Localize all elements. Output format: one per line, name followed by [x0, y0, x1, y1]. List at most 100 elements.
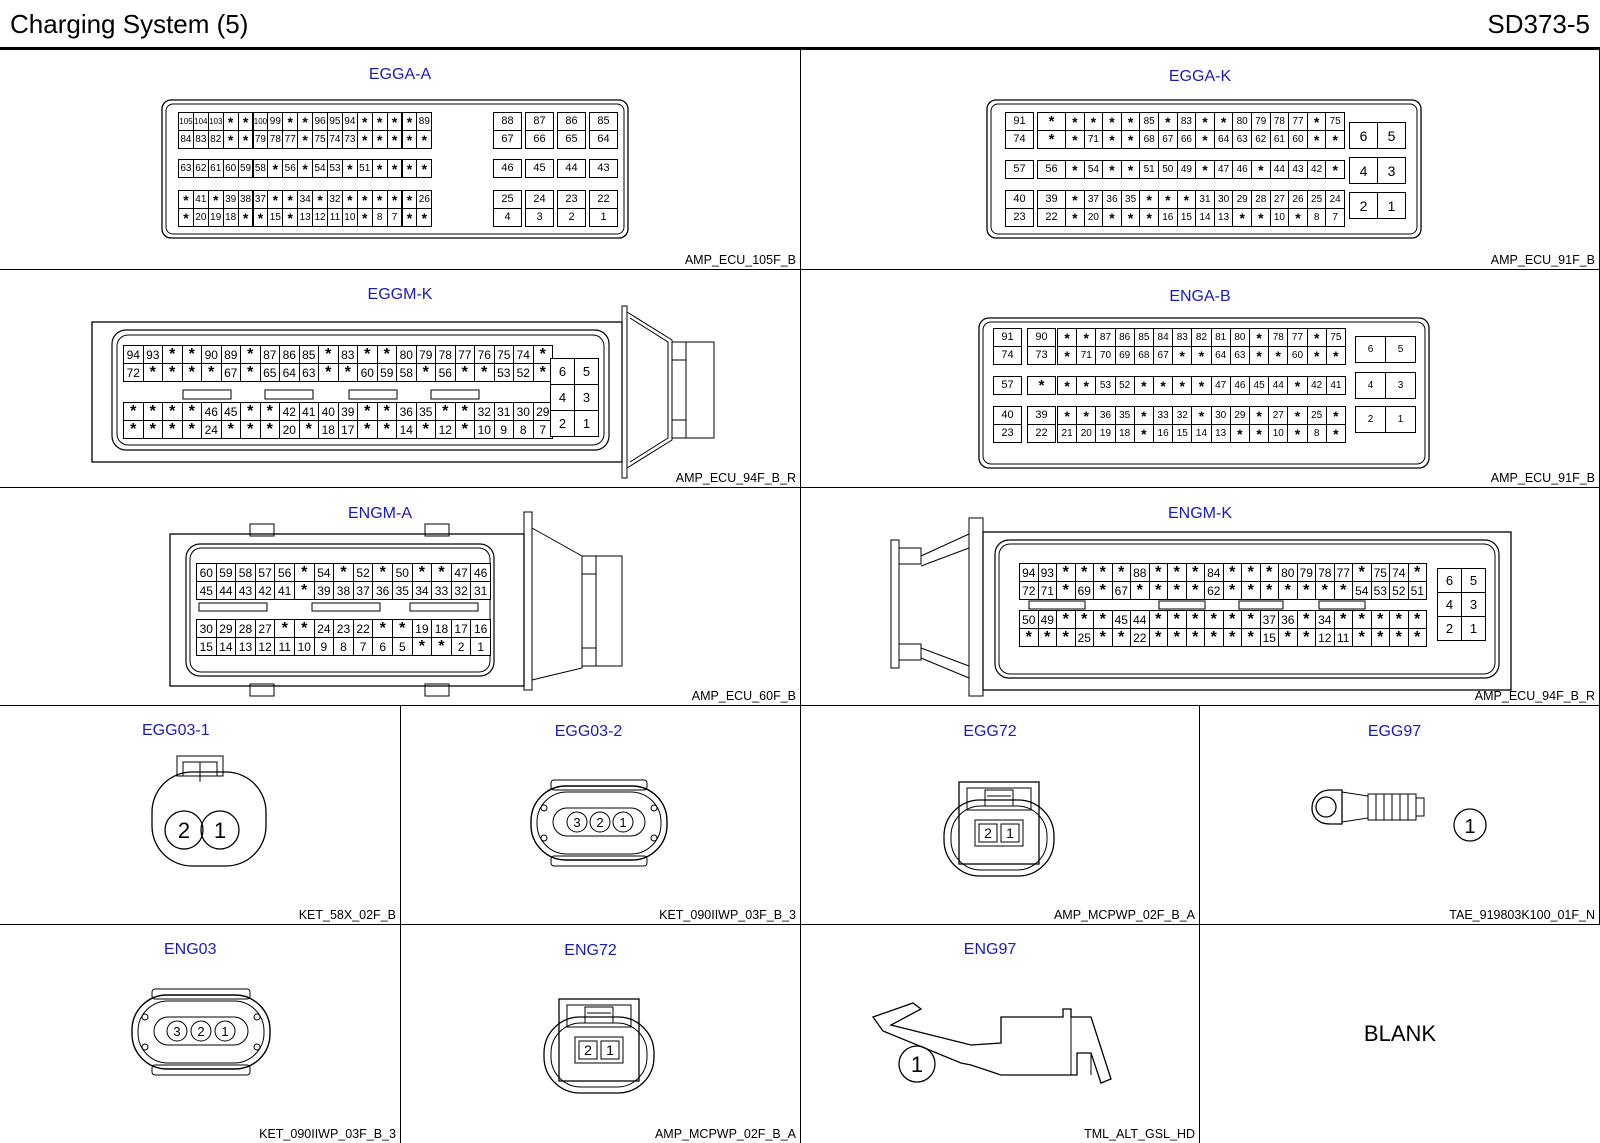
pin: 77: [1333, 563, 1353, 582]
pin: 49: [1176, 160, 1197, 179]
pin: 4: [550, 384, 575, 411]
pin: 53: [1370, 581, 1390, 600]
pin: 41: [1325, 376, 1346, 395]
pin: 22: [352, 619, 374, 638]
pin: 37: [1259, 610, 1279, 629]
pin: 43: [235, 581, 256, 600]
pin: 44: [215, 581, 237, 600]
pin-empty: *: [240, 345, 261, 364]
pin: 80: [1278, 563, 1298, 582]
connector-name: EGG72: [963, 723, 1017, 740]
pin: 8: [333, 637, 354, 656]
pin-empty: *: [371, 112, 388, 131]
pin-empty: *: [1076, 376, 1097, 395]
connector-name: ENGM-K: [1168, 505, 1232, 522]
page-code: SD373-5: [1487, 9, 1590, 39]
page-header: Charging System (5) SD373-5: [0, 0, 1600, 50]
pin-empty: *: [267, 190, 284, 209]
pin-empty: *: [1037, 628, 1057, 647]
pin: 46: [1232, 160, 1252, 179]
pin: 25: [1074, 628, 1094, 647]
pin-empty: *: [1370, 628, 1390, 647]
pin: 18: [1114, 424, 1135, 443]
pin: 38: [237, 190, 254, 209]
pin-label: 1: [214, 818, 226, 843]
pin: 31: [470, 581, 491, 600]
connector-type: AMP_ECU_60F_B: [691, 689, 796, 703]
connector-outline: [169, 511, 623, 697]
pin: 32: [1172, 406, 1193, 425]
pin: 80: [1229, 328, 1250, 347]
pin: 6: [372, 637, 393, 656]
pin-empty: *: [1296, 610, 1316, 629]
pin-empty: *: [1158, 112, 1178, 131]
pin: 14: [396, 420, 417, 439]
pin: 54: [312, 159, 328, 178]
pin-empty: *: [1111, 628, 1131, 647]
pin: 74: [993, 346, 1022, 365]
connector-outline: [91, 305, 715, 479]
pin-empty: *: [356, 208, 373, 227]
pin-empty: *: [372, 563, 393, 582]
pin-empty: *: [1185, 628, 1205, 647]
connector-outline: [161, 99, 629, 239]
pin: 103: [207, 112, 224, 131]
pin: 52: [352, 563, 374, 582]
pin-empty: *: [1076, 328, 1097, 347]
pin: 69: [1114, 346, 1135, 365]
pin: 77: [454, 345, 475, 364]
pin-empty: *: [1093, 563, 1113, 582]
pin-empty: *: [1296, 628, 1316, 647]
pin-empty: *: [282, 112, 299, 131]
pin: 2: [1355, 406, 1386, 433]
connector-type: KET_090IIWP_03F_B_3: [259, 1127, 396, 1141]
pin-empty: *: [1057, 406, 1078, 425]
pin: 51: [1139, 160, 1159, 179]
pin: 13: [1210, 424, 1231, 443]
pin: 41: [298, 402, 319, 421]
pin-empty: *: [1153, 376, 1174, 395]
pin: 6: [1349, 122, 1378, 149]
pin: 30: [513, 402, 534, 421]
pin: 72: [123, 363, 144, 382]
pin: 10: [1268, 424, 1289, 443]
pin: 93: [1037, 563, 1057, 582]
pin: 51: [356, 159, 373, 178]
pin-empty: *: [237, 130, 254, 149]
pin-empty: *: [294, 581, 315, 600]
pin: 73: [341, 130, 358, 149]
pin: 13: [235, 637, 256, 656]
pin: 78: [1268, 328, 1289, 347]
pin: 31: [493, 402, 514, 421]
pin: 15: [267, 208, 284, 227]
pin: 63: [1229, 346, 1250, 365]
pin-empty: *: [1352, 628, 1372, 647]
pin: 32: [450, 581, 472, 600]
pin-empty: *: [222, 130, 239, 149]
pin: 67: [1153, 346, 1174, 365]
pin: 36: [1278, 610, 1298, 629]
pin: 20: [279, 420, 300, 439]
pin: 47: [1213, 160, 1234, 179]
pin: 50: [1158, 160, 1178, 179]
pin-empty: *: [1027, 376, 1056, 395]
pin: 53: [1095, 376, 1116, 395]
pin-empty: *: [142, 420, 163, 439]
pin: 35: [1120, 190, 1141, 209]
pin: 84: [1204, 563, 1224, 582]
pin-empty: *: [1232, 208, 1252, 227]
connector-type: AMP_MCPWP_02F_B_A: [1053, 908, 1195, 922]
pin-empty: *: [298, 420, 319, 439]
pin: 104: [192, 112, 209, 131]
pin: 15: [1172, 424, 1193, 443]
pin: 75: [1370, 563, 1390, 582]
pin-empty: *: [1057, 328, 1078, 347]
pin-empty: *: [1306, 346, 1327, 365]
pin: 60: [357, 363, 378, 382]
pin: 13: [297, 208, 314, 227]
pin-empty: *: [1195, 130, 1215, 149]
pin: 36: [1102, 190, 1122, 209]
pin-empty: *: [1111, 563, 1131, 582]
pin-empty: *: [1102, 130, 1122, 149]
pin-empty: *: [1325, 130, 1345, 149]
